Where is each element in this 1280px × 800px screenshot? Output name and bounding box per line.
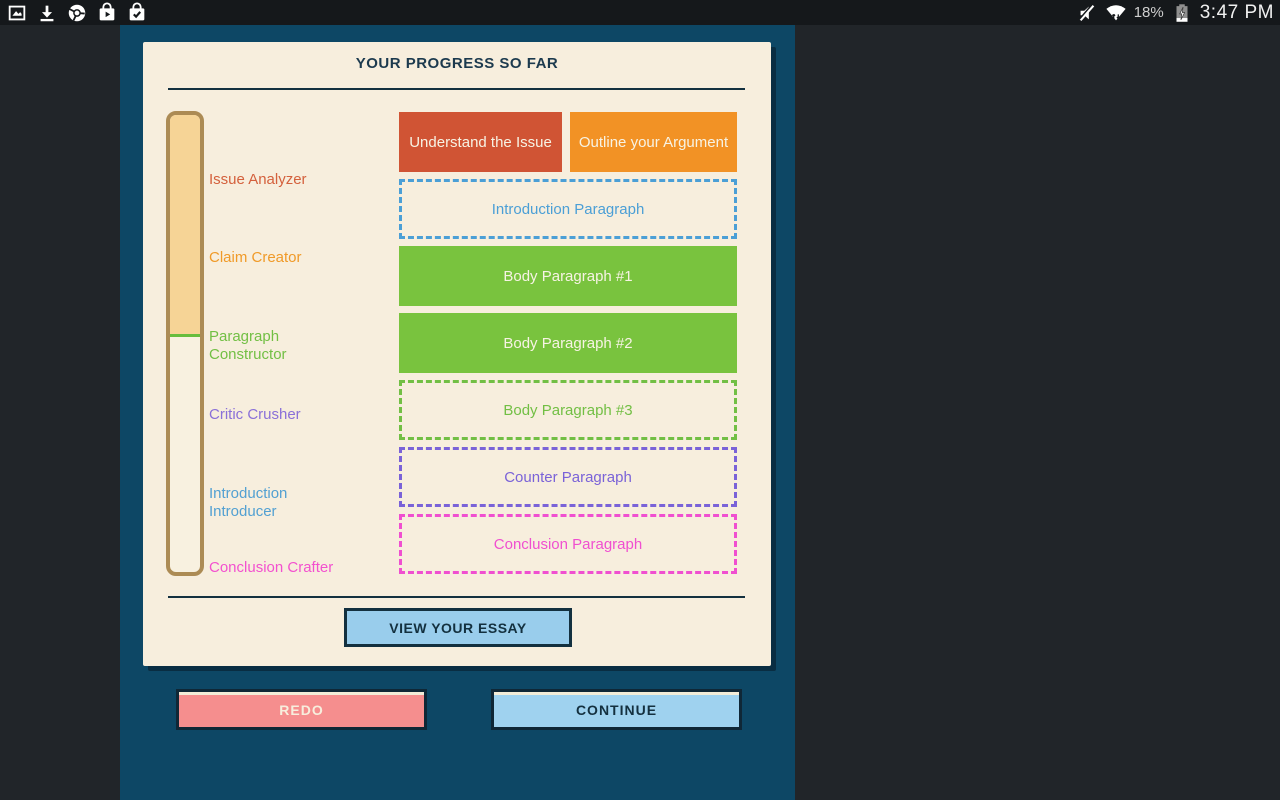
download-icon [40, 5, 54, 21]
battery-percent: 18% [1133, 4, 1164, 21]
progress-card: YOUR PROGRESS SO FAR Issue Analyzer Clai… [143, 42, 771, 666]
progress-bar-track [166, 111, 204, 576]
block-introduction-paragraph: Introduction Paragraph [399, 179, 737, 239]
stage-label-paragraph-constructor: Paragraph Constructor [209, 328, 287, 363]
app-panel: YOUR PROGRESS SO FAR Issue Analyzer Clai… [120, 25, 795, 800]
status-bar-notifications [6, 1, 148, 24]
wifi-icon [1106, 4, 1126, 20]
continue-button[interactable]: CONTINUE [491, 689, 742, 730]
gallery-icon [8, 5, 26, 20]
essay-outline-blocks: Understand the Issue Outline your Argume… [399, 112, 737, 574]
block-counter-paragraph: Counter Paragraph [399, 447, 737, 507]
volume-muted-icon [1078, 3, 1094, 21]
block-body-paragraph-2: Body Paragraph #2 [399, 313, 737, 373]
page-title: YOUR PROGRESS SO FAR [355, 55, 559, 72]
view-essay-button[interactable]: VIEW YOUR ESSAY [344, 608, 572, 647]
stage-label-critic-crusher: Critic Crusher [209, 406, 301, 423]
play-store-icon [99, 1, 115, 20]
stage-label-claim-creator: Claim Creator [209, 249, 302, 266]
block-outline-your-argument: Outline your Argument [570, 112, 737, 172]
progress-bar-fill [170, 115, 200, 338]
title-divider [168, 88, 745, 90]
redo-button[interactable]: REDO [176, 689, 427, 730]
block-body-paragraph-1: Body Paragraph #1 [399, 246, 737, 306]
block-conclusion-paragraph: Conclusion Paragraph [399, 514, 737, 574]
block-understand-the-issue: Understand the Issue [399, 112, 562, 172]
status-bar: 18% 3:47 PM [0, 0, 1280, 25]
battery-charging-icon [1176, 3, 1188, 22]
stage-label-introduction-introducer: Introduction Introducer [209, 485, 288, 520]
status-bar-indicators: 18% 3:47 PM [1076, 2, 1274, 24]
bag-check-icon [129, 1, 145, 20]
stage-label-issue-analyzer: Issue Analyzer [209, 171, 307, 188]
chrome-icon [68, 4, 86, 21]
stage-label-conclusion-crafter: Conclusion Crafter [209, 559, 334, 576]
block-body-paragraph-3: Body Paragraph #3 [399, 380, 737, 440]
outline-row-top: Understand the Issue Outline your Argume… [399, 112, 737, 172]
footer-divider [168, 596, 745, 598]
clock: 3:47 PM [1199, 1, 1274, 23]
